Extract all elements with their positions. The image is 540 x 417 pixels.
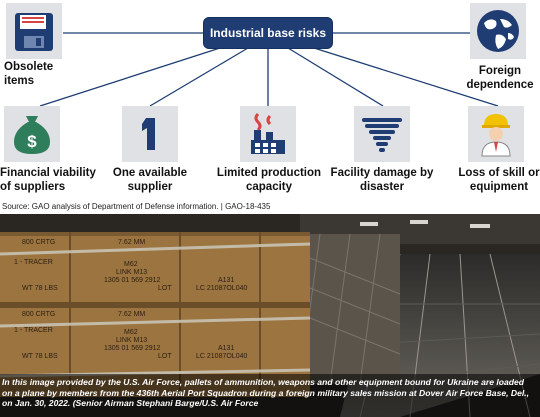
label-foreign: Foreign dependence bbox=[466, 65, 534, 91]
cargo-photo: 800 CRTG 7.62 MM 1 - TRACER M62 LINK M13… bbox=[0, 214, 540, 417]
connector-financial bbox=[39, 47, 221, 107]
label-skill: Loss of skill or equipment bbox=[458, 167, 540, 193]
label-disaster: Facility damage by disaster bbox=[330, 167, 434, 193]
photo-caption: In this image provided by the U.S. Air F… bbox=[2, 377, 530, 409]
crate-text-weight-1: WT 78 LBS bbox=[22, 285, 58, 292]
tile-disaster bbox=[354, 106, 410, 162]
crate-text-size-2: 7.62 MM bbox=[118, 311, 145, 318]
tile-obsolete bbox=[6, 3, 62, 59]
center-node: Industrial base risks bbox=[204, 18, 332, 48]
tile-foreign bbox=[470, 3, 526, 59]
label-one-supplier: One available supplier bbox=[112, 167, 188, 193]
number-one-icon bbox=[142, 118, 155, 150]
tile-one-supplier bbox=[122, 106, 178, 162]
money-bag-icon: $ bbox=[14, 116, 50, 154]
crate-text-lotcode-2: 1305 01 569 2912 bbox=[104, 345, 161, 352]
crate-text-size-1: 7.62 MM bbox=[118, 239, 145, 246]
crate-text-model-1: M62 bbox=[124, 261, 138, 268]
crate-text-link-1: LINK M13 bbox=[116, 269, 147, 276]
label-production: Limited production capacity bbox=[216, 167, 322, 193]
tile-skill bbox=[468, 106, 524, 162]
connector-lines bbox=[39, 32, 499, 107]
label-obsolete: Obsolete items bbox=[4, 61, 54, 87]
globe-icon bbox=[477, 10, 519, 52]
crate-text-lot-2: LOT bbox=[158, 353, 172, 360]
crate-text-link-2: LINK M13 bbox=[116, 337, 147, 344]
tile-production bbox=[240, 106, 296, 162]
crate-text-model-2: M62 bbox=[124, 329, 138, 336]
crate-text-a131-1: A131 bbox=[218, 277, 234, 284]
worker-icon bbox=[481, 114, 511, 157]
factory-icon bbox=[251, 112, 285, 154]
source-note: Source: GAO analysis of Department of De… bbox=[2, 202, 271, 211]
crate-text-tracer-2: 1 - TRACER bbox=[14, 327, 53, 334]
crate-text-top-2: 800 CRTG bbox=[22, 311, 55, 318]
crate-text-a131-2: A131 bbox=[218, 345, 234, 352]
crate-text-lc-2: LC 21087OL040 bbox=[196, 353, 247, 360]
crate-text-lotcode-1: 1305 01 569 2912 bbox=[104, 277, 161, 284]
crate-text-lot-1: LOT bbox=[158, 285, 172, 292]
connector-skill bbox=[313, 47, 499, 107]
connector-disaster bbox=[287, 47, 384, 107]
svg-text:$: $ bbox=[27, 132, 37, 151]
center-node-label: Industrial base risks bbox=[209, 26, 327, 40]
tornado-icon bbox=[362, 118, 402, 152]
crate-text-top-1: 800 CRTG bbox=[22, 239, 55, 246]
connector-one-supplier bbox=[149, 47, 249, 107]
crate-text-tracer-1: 1 - TRACER bbox=[14, 259, 53, 266]
label-financial: Financial viability of suppliers bbox=[0, 167, 96, 193]
crate-text-lc-1: LC 21087OL040 bbox=[196, 285, 247, 292]
tile-financial: $ bbox=[4, 106, 60, 162]
crate-text-weight-2: WT 78 LBS bbox=[22, 353, 58, 360]
floppy-disk-icon bbox=[15, 13, 53, 51]
